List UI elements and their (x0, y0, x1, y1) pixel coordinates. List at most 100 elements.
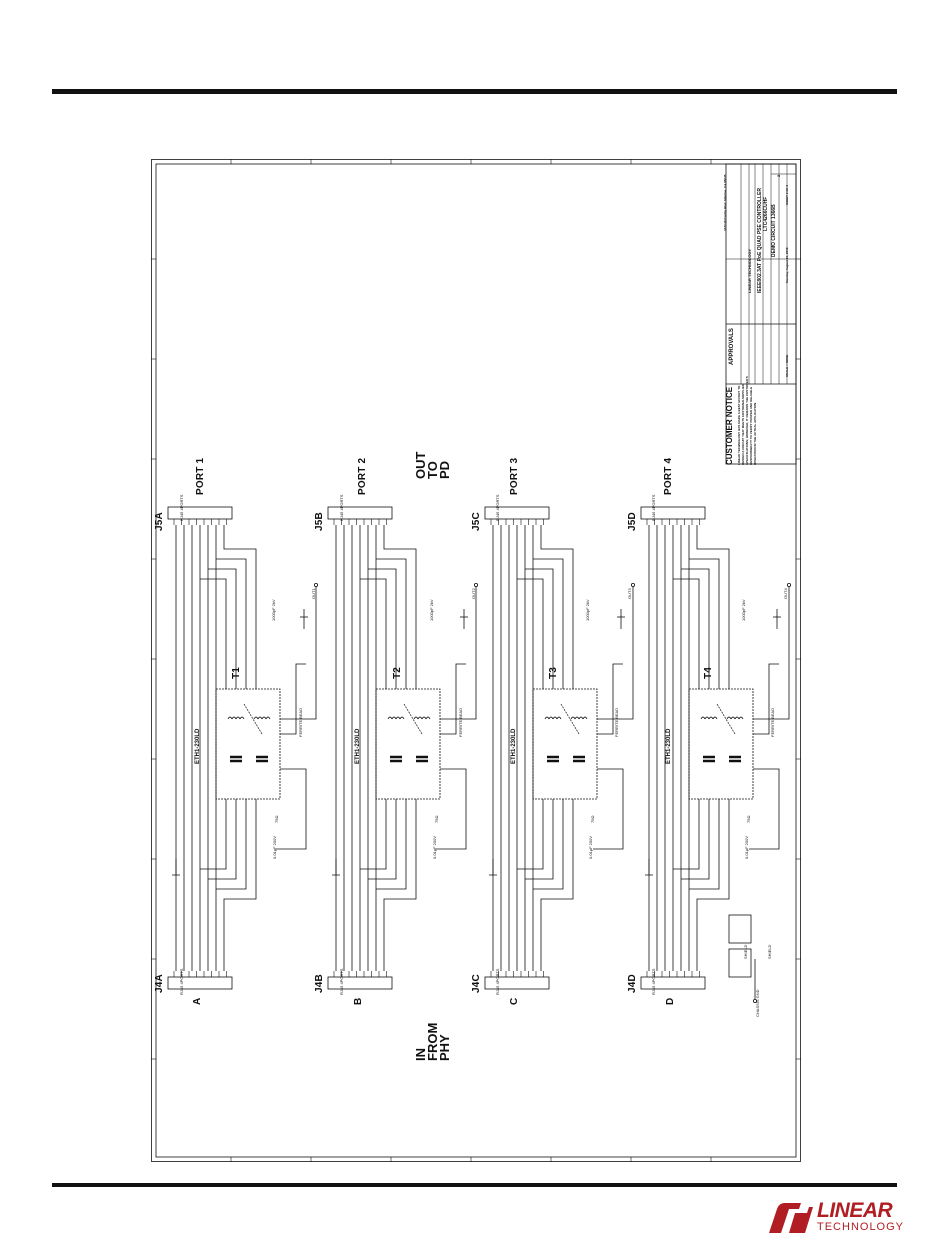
jack-label-j4c: RJ45 4PORTS (495, 968, 500, 995)
cap2-label-3: 0.01μF 200V (588, 836, 593, 859)
wire (200, 578, 227, 689)
wire (525, 568, 554, 689)
coil (552, 716, 558, 720)
header-j5c: J5C (471, 512, 482, 531)
schematic-drawing (151, 159, 801, 1162)
coil (417, 716, 423, 720)
res-wire (593, 768, 624, 850)
company-name: LINEAR TECHNOLOGY (747, 248, 752, 293)
jack-bottom (484, 976, 550, 990)
wire (208, 799, 237, 880)
coil (413, 716, 419, 720)
wire (525, 799, 554, 880)
chassis-gnd-label: CHASSIS GND (755, 989, 760, 1017)
cap2-label-2: 0.01μF 200V (432, 836, 437, 859)
jack-top (167, 506, 233, 520)
demo-circuit: DEMO CIRCUIT 1366B (771, 204, 777, 257)
cap-wire (753, 663, 779, 735)
out-to-pd-label: OUT TO PD (413, 451, 452, 479)
port-4-label: PORT 4 (663, 457, 674, 495)
wire (673, 799, 700, 870)
wire (673, 578, 700, 689)
cap2-label-1: 0.01μF 200V (272, 836, 277, 859)
header-j4b: J4B (314, 974, 325, 993)
wire (517, 799, 544, 870)
sheet-outer-border (151, 159, 801, 1162)
ground-symbol (172, 859, 180, 876)
res-label-2: 75Ω (434, 815, 439, 823)
wire (216, 558, 247, 689)
coupling (716, 703, 736, 735)
res-label-3: 75Ω (590, 815, 595, 823)
coil (239, 716, 245, 720)
header-j5a: J5A (154, 512, 165, 531)
wire (533, 558, 564, 689)
coil (391, 716, 397, 720)
coupling (403, 703, 423, 735)
jack-bottom (167, 976, 233, 990)
wire (681, 568, 710, 689)
shield-connector-2 (728, 948, 752, 978)
wire (223, 525, 257, 689)
customer-notice-body: LINEAR TECHNOLOGY HAS MADE A BEST EFFORT… (737, 376, 757, 465)
wire (696, 799, 730, 971)
bead-label-1: FERRITE BEAD (298, 707, 303, 737)
sheet-number: SHEET 2 OF 3 (785, 184, 789, 205)
header-j4a: J4A (154, 974, 165, 993)
lt-logo-icon (769, 1203, 813, 1233)
coil (399, 716, 405, 720)
wire (689, 799, 720, 890)
jack-label-j5c: RJ45 4PORTS (495, 494, 500, 521)
jack-label-j5b: RJ45 4PORTS (339, 494, 344, 521)
jack-label-j4a: RJ45 4PORTS (179, 968, 184, 995)
coil (425, 716, 431, 720)
jack-bottom (327, 976, 393, 990)
coil (704, 716, 710, 720)
port-b-letter: B (353, 997, 364, 1005)
cap-label-2: 1000pF 2kV (429, 599, 434, 621)
title-block-frame (725, 163, 797, 465)
coil (726, 716, 732, 720)
jack-label-j4b: RJ45 4PORTS (339, 968, 344, 995)
logo-top-text: LINEAR (817, 1199, 893, 1222)
jack-top (327, 506, 393, 520)
sheet-inner-border (155, 163, 797, 1158)
wire (376, 558, 407, 689)
cap-wire (280, 663, 306, 735)
out-terminal (313, 582, 318, 587)
part-t4: ETH1-230LD (666, 728, 672, 764)
cap-wire (597, 663, 623, 735)
port-2-label: PORT 2 (357, 457, 368, 495)
wire (208, 568, 237, 689)
coil (738, 716, 744, 720)
wire (216, 799, 247, 890)
transformer-t4: T4 (703, 666, 714, 679)
transformer-t1: T1 (231, 666, 242, 679)
port-3-label: PORT 3 (509, 457, 520, 495)
header-j5b: J5B (314, 512, 325, 531)
port-c-letter: C (509, 997, 520, 1005)
transformer-t3: T3 (548, 666, 559, 679)
out-terminal (473, 582, 478, 587)
out-wire (597, 587, 634, 720)
out3-label: OUT3 (627, 588, 632, 599)
res-wire (749, 768, 780, 850)
coil (582, 716, 588, 720)
date: Monday, August 10, 2009 (785, 247, 789, 283)
coil (231, 716, 237, 720)
out-terminal (787, 582, 792, 587)
wire (517, 578, 544, 689)
part-number: LTC4266CUHF (763, 196, 769, 231)
res-label-1: 75Ω (274, 815, 279, 823)
wire (540, 799, 574, 971)
shield-label-2: SHIELD (767, 944, 772, 959)
port-a-letter: A (192, 997, 203, 1005)
ground-symbol (645, 859, 653, 876)
out-terminal (630, 582, 635, 587)
top-rule (52, 89, 897, 94)
jack-label-j5a: RJ45 4PORTS (179, 494, 184, 521)
scale: SCALE = NONE (785, 354, 789, 377)
ground-symbol (332, 859, 340, 876)
coil (253, 716, 259, 720)
jack-top (640, 506, 706, 520)
